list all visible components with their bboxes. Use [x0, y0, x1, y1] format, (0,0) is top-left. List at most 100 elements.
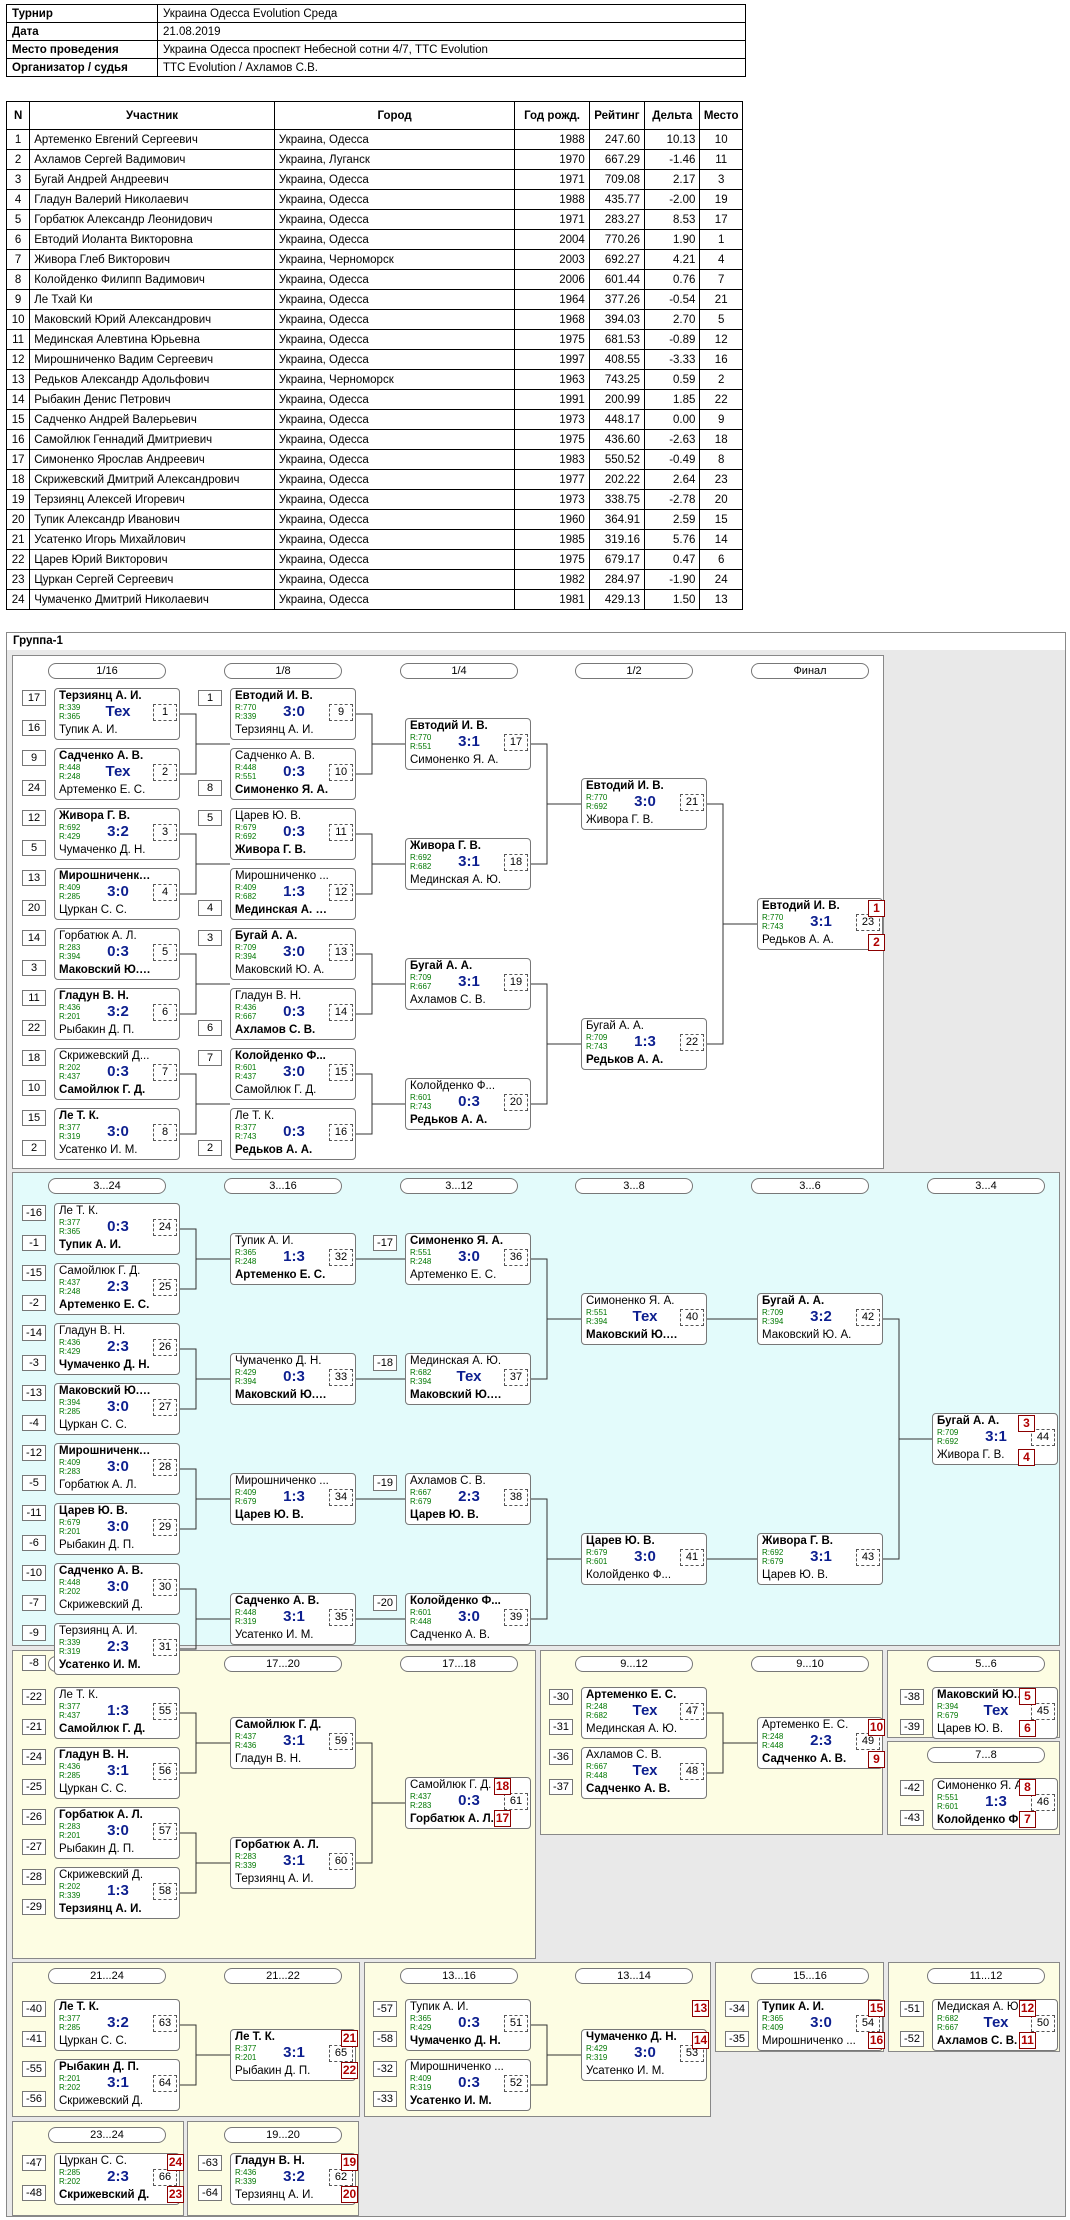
table-cell: Украина, Одесса [273, 489, 516, 510]
round-label: 13...16 [400, 1968, 518, 1984]
table-cell: 23 [699, 469, 743, 490]
player-two-rating: R:667 [235, 1012, 257, 1021]
player-two-rating: R:394 [586, 1317, 608, 1326]
player-one-rating: R:682 [937, 2014, 959, 2023]
table-cell: 16 [699, 349, 743, 370]
seed-box: -5 [22, 1475, 46, 1491]
player-two-rating: R:394 [410, 1377, 432, 1386]
table-cell: 394.03 [588, 309, 646, 330]
player-one-rating: R:601 [410, 1608, 432, 1617]
seed-box: -7 [22, 1595, 46, 1611]
table-cell: 284.97 [588, 569, 646, 590]
match-number: 51 [504, 2015, 528, 2032]
player-two-rating: R:394 [235, 952, 257, 961]
match-number: 7 [153, 1064, 177, 1081]
player-two-name: Тупик А. И. [59, 1239, 122, 1251]
player-one-name: Самойлюк Г. Д. [235, 1719, 322, 1731]
player-two-rating: R:551 [235, 772, 257, 781]
table-cell: Украина, Одесса [273, 529, 516, 550]
match-score: 3:1 [458, 973, 480, 990]
table-cell: Украина, Одесса [273, 589, 516, 610]
seed-box: -48 [22, 2185, 46, 2201]
player-one-name: Симоненко Я. А. [937, 1780, 1026, 1792]
match-score: 0:3 [107, 1063, 129, 1080]
match-score: 0:3 [107, 1218, 129, 1235]
player-two-rating: R:201 [59, 1012, 81, 1021]
player-two-rating: R:429 [59, 832, 81, 841]
round-label: 21...22 [224, 1968, 342, 1984]
table-cell: Артеменко Евгений Сергеевич [29, 129, 275, 150]
table-cell: Мединская Алевтина Юрьевна [29, 329, 275, 350]
player-one-name: Самойлюк Г. Д. [59, 1265, 141, 1277]
seed-box: -13 [22, 1385, 46, 1401]
info-value: 21.08.2019 [157, 22, 746, 41]
seed-box: 18 [22, 1050, 46, 1066]
player-one-rating: R:448 [59, 763, 81, 772]
table-cell: 9 [5, 289, 31, 310]
table-cell: Царев Юрий Викторович [29, 549, 275, 570]
match-number: 25 [153, 1279, 177, 1296]
player-two-name: Терзиянц А. И. [59, 1903, 142, 1915]
player-one-name: Евтодий И. В. [235, 690, 313, 702]
seed-box: -10 [22, 1565, 46, 1581]
table-cell: 377.26 [588, 289, 646, 310]
table-cell: Самойлюк Геннадий Дмитриевич [29, 429, 275, 450]
match-number: 22 [680, 1034, 704, 1051]
player-two-rating: R:319 [586, 2053, 608, 2062]
player-one-rating: R:709 [410, 973, 432, 982]
table-cell: 22 [699, 389, 743, 410]
seed-box: -25 [22, 1779, 46, 1795]
place-badge: 8 [1019, 1779, 1036, 1796]
round-label: 3...8 [575, 1178, 693, 1194]
match-score: 3:1 [107, 2074, 129, 2091]
table-cell: 1997 [514, 349, 590, 370]
seed-box: 3 [22, 960, 46, 976]
player-two-rating: R:339 [235, 1861, 257, 1870]
table-cell: 8 [699, 449, 743, 470]
match-number: 6 [153, 1004, 177, 1021]
match-number: 48 [680, 1763, 704, 1780]
table-cell: Украина, Одесса [273, 429, 516, 450]
table-cell: Евтодий Иоланта Викторовна [29, 229, 275, 250]
player-two-rating: R:679 [762, 1557, 784, 1566]
match-number: 41 [680, 1549, 704, 1566]
match-score: 3:0 [107, 1822, 129, 1839]
match-score: 3:0 [810, 2014, 832, 2031]
player-one-name: Терзиянц А. И. [59, 1625, 138, 1637]
player-one-rating: R:709 [937, 1428, 959, 1437]
match-number: 30 [153, 1579, 177, 1596]
match-number: 20 [504, 1094, 528, 1111]
seed-box: 4 [198, 900, 222, 916]
player-two-name: Царев Ю. В. [762, 1569, 829, 1581]
table-cell: 681.53 [588, 329, 646, 350]
seed-box: -55 [22, 2061, 46, 2077]
table-cell: 15 [5, 409, 31, 430]
player-two-name: Садченко А. В. [762, 1753, 847, 1765]
round-label: 7...8 [927, 1747, 1045, 1763]
match-score: 3:1 [458, 733, 480, 750]
player-two-name: Цуркан С. С. [59, 904, 127, 916]
player-two-name: Гладун В. Н. [235, 1753, 302, 1765]
match-number: 8 [153, 1124, 177, 1141]
seed-box: -57 [373, 2001, 397, 2017]
player-two-rating: R:319 [410, 2083, 432, 2092]
player-two-rating: R:679 [235, 1497, 257, 1506]
player-one-rating: R:377 [59, 1702, 81, 1711]
match-score: 3:0 [634, 2044, 656, 2061]
column-header: Дельта [644, 101, 701, 130]
player-one-name: Садченко А. В. [59, 750, 144, 762]
